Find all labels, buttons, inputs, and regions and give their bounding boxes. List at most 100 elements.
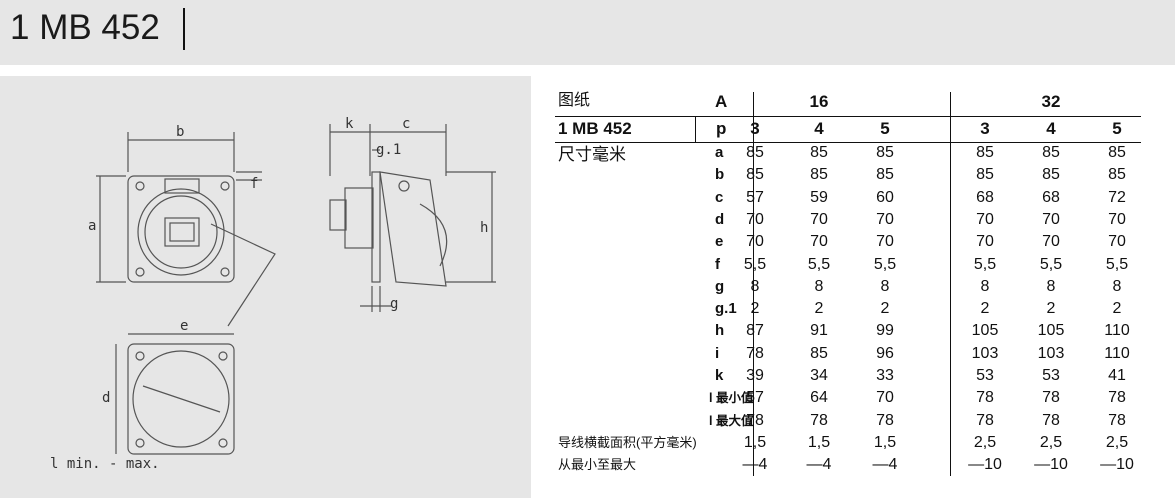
label-e: e: [180, 318, 188, 334]
table-cell: 85: [1108, 144, 1126, 161]
table-cell: 68: [1042, 188, 1060, 206]
table-cell: 8: [750, 277, 760, 295]
header-A: A: [715, 92, 728, 111]
table-cell: 53: [976, 367, 994, 384]
socket-body: [137, 188, 225, 276]
label-c: c: [402, 116, 410, 132]
table-cell: 5,5: [1105, 255, 1129, 273]
side-plug-rear: [329, 199, 347, 231]
mount-hole-icon: [135, 181, 145, 191]
cutout-flange: [127, 343, 235, 455]
table-cell: 70: [746, 233, 764, 251]
socket-face-inner: [169, 222, 195, 242]
table-cell: 70: [1108, 233, 1126, 251]
screw-icon: [398, 180, 410, 192]
table-rule: [753, 92, 754, 476]
mount-hole-icon: [220, 267, 230, 277]
table-cell: 78: [1042, 411, 1060, 429]
table-cell: 103: [1037, 344, 1065, 362]
label-g: g: [390, 296, 398, 312]
table-cell: 2: [814, 300, 824, 318]
table-cell: 1,5: [743, 433, 767, 451]
table-cell: 70: [810, 210, 828, 228]
table-cell: 85: [876, 166, 894, 184]
table-cell: 5,5: [807, 255, 831, 273]
dimension-drawing: b a f k c g.1 h g e d l min. - max.: [0, 76, 531, 498]
mount-hole-icon: [218, 438, 228, 448]
table-cell: 78: [876, 411, 894, 429]
mount-hole-icon: [220, 181, 230, 191]
row-label: b: [715, 166, 725, 184]
label-d: d: [102, 390, 110, 406]
table-cell: 33: [876, 367, 894, 384]
table-cell: 2: [1112, 300, 1122, 318]
label-b: b: [176, 124, 184, 140]
table-cell: —10: [968, 456, 1002, 474]
table-cell: 87: [746, 322, 764, 340]
table-cell: 53: [1042, 367, 1060, 384]
row-label: k: [715, 367, 724, 384]
table-cell: 1,5: [873, 433, 897, 451]
table-cell: 8: [880, 277, 890, 295]
wire-size-label: 导线横截面积(平方毫米): [558, 434, 697, 450]
table-cell: 2: [750, 300, 760, 318]
table-cell: 85: [1108, 166, 1126, 184]
table-cell: 70: [1042, 233, 1060, 251]
table-cell: 64: [810, 389, 828, 407]
table-cell: 57: [746, 389, 764, 407]
table-cell: 105: [971, 322, 999, 340]
table-cell: 85: [810, 144, 828, 161]
table-rule: [950, 92, 951, 476]
table-cell: 78: [976, 411, 994, 429]
group-16: 16: [809, 92, 829, 111]
label-a: a: [88, 218, 96, 234]
front-flange: [127, 175, 235, 283]
lid-outline: [210, 223, 276, 327]
table-cell: 78: [1108, 411, 1126, 429]
row-label: l 最小值: [709, 391, 754, 406]
table-cell: 70: [876, 210, 894, 228]
table-cell: 8: [1046, 277, 1056, 295]
drawing-svg: b a f k c g.1 h g e d l min. - max.: [50, 116, 496, 472]
table-cell: 2: [880, 300, 890, 318]
table-cell: 2: [980, 300, 990, 318]
mount-hole-icon: [135, 267, 145, 277]
table-cell: 85: [1042, 144, 1060, 161]
socket-inner: [144, 195, 218, 269]
table-cell: 5,5: [973, 255, 997, 273]
table-cell: 70: [976, 233, 994, 251]
wire-range-label: 从最小至最大: [558, 457, 637, 473]
table-cell: 8: [1112, 277, 1122, 295]
row-label: h: [715, 322, 725, 340]
table-cell: 70: [976, 210, 994, 228]
row-label: g: [715, 277, 725, 295]
table-cell: 96: [876, 344, 894, 362]
table-cell: 68: [976, 188, 994, 206]
pole-header: 5: [1112, 119, 1122, 138]
label-f: f: [250, 176, 258, 192]
row-label: d: [715, 210, 725, 228]
table-cell: 70: [746, 210, 764, 228]
table-cell: 39: [746, 367, 764, 384]
label-k: k: [345, 116, 354, 132]
product-label: 1 MB 452: [558, 119, 632, 138]
table-cell: 78: [1042, 389, 1060, 407]
row-label: e: [715, 233, 724, 251]
pole-header: 5: [880, 119, 890, 138]
lid-arc: [419, 203, 448, 267]
table-cell: 85: [746, 166, 764, 184]
row-label: f: [715, 255, 720, 273]
table-cell: 70: [1042, 210, 1060, 228]
side-plug: [344, 187, 374, 249]
table-rule: [555, 116, 1141, 117]
table-cell: 70: [876, 233, 894, 251]
text-cursor: [183, 8, 185, 50]
table-cell: —10: [1034, 456, 1068, 474]
cutout-circle: [132, 350, 230, 448]
row-label: a: [715, 144, 724, 161]
pole-header: 3: [980, 119, 990, 138]
hinge: [164, 178, 200, 194]
table-cell: 1,5: [807, 433, 831, 451]
unit-label: 尺寸毫米: [558, 145, 626, 164]
mount-hole-icon: [218, 351, 228, 361]
